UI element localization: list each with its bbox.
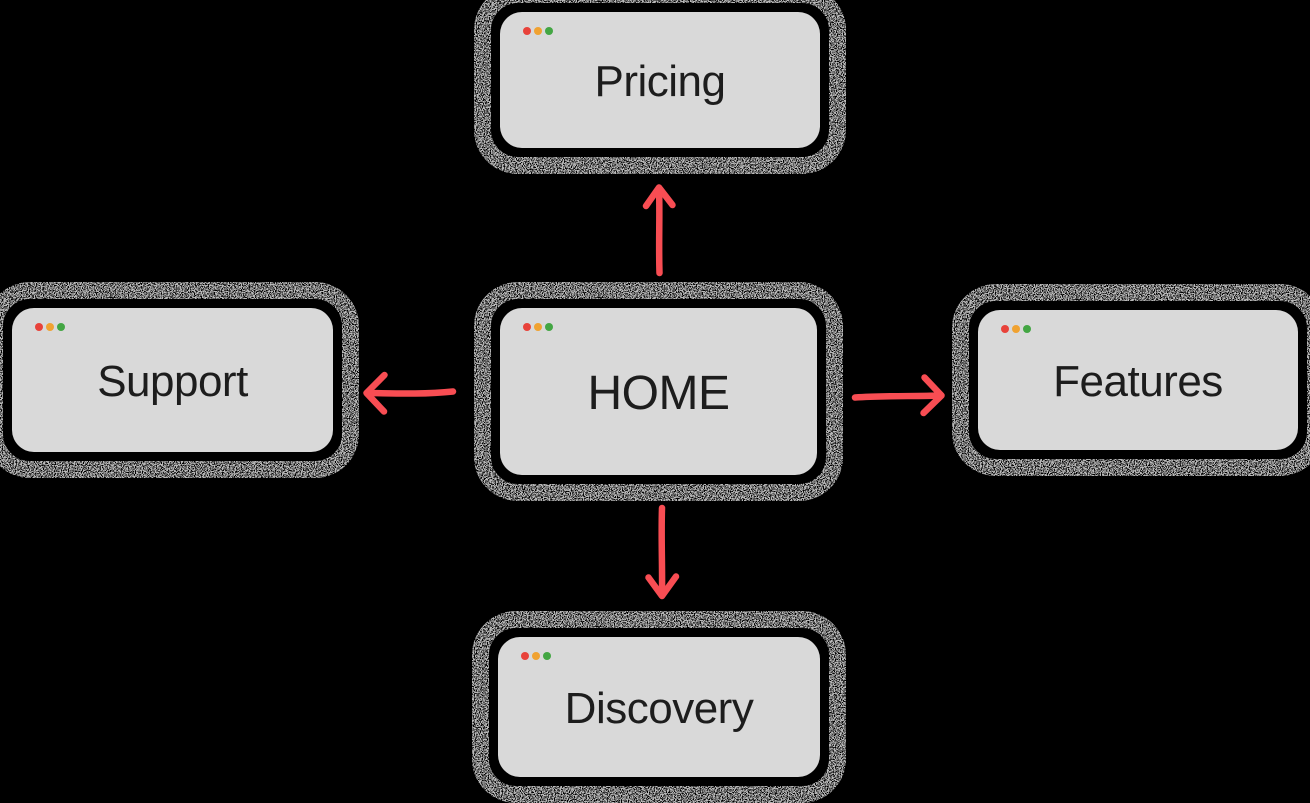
window-dot-green-icon <box>1023 325 1031 333</box>
window-controls <box>35 323 65 331</box>
window-dot-green-icon <box>545 323 553 331</box>
node-support: Support <box>0 282 359 478</box>
node-label-discovery: Discovery <box>564 684 754 733</box>
window-dot-red-icon <box>521 652 529 660</box>
arrow-home-to-discovery <box>645 504 680 600</box>
window-node-features: Features <box>978 310 1298 450</box>
node-discovery: Discovery <box>472 611 846 803</box>
node-label-support: Support <box>97 357 248 406</box>
node-label-pricing: Pricing <box>594 57 727 106</box>
node-label-home: HOME <box>587 366 731 420</box>
window-dot-green-icon <box>545 27 553 35</box>
arrow-home-to-pricing <box>642 184 676 277</box>
window-controls <box>1001 325 1031 333</box>
node-label-features: Features <box>1053 357 1223 406</box>
window-dot-red-icon <box>523 323 531 331</box>
window-controls <box>521 652 551 660</box>
window-dot-red-icon <box>523 27 531 35</box>
window-dot-green-icon <box>543 652 551 660</box>
window-node-discovery: Discovery <box>498 637 820 777</box>
window-dot-orange-icon <box>46 323 54 331</box>
window-controls <box>523 27 553 35</box>
window-dot-red-icon <box>1001 325 1009 333</box>
window-dot-orange-icon <box>534 323 542 331</box>
arrow-home-to-support <box>363 371 457 415</box>
window-dot-orange-icon <box>1012 325 1020 333</box>
window-dot-red-icon <box>35 323 43 331</box>
window-dot-green-icon <box>57 323 65 331</box>
node-features: Features <box>952 284 1310 476</box>
window-node-home: HOME <box>500 308 817 475</box>
window-controls <box>523 323 553 331</box>
node-pricing: Pricing <box>474 0 846 174</box>
arrow-home-to-features <box>851 374 945 417</box>
window-dot-orange-icon <box>532 652 540 660</box>
node-home: HOME <box>474 282 843 501</box>
window-dot-orange-icon <box>534 27 542 35</box>
window-node-support: Support <box>12 308 333 452</box>
window-node-pricing: Pricing <box>500 12 820 148</box>
